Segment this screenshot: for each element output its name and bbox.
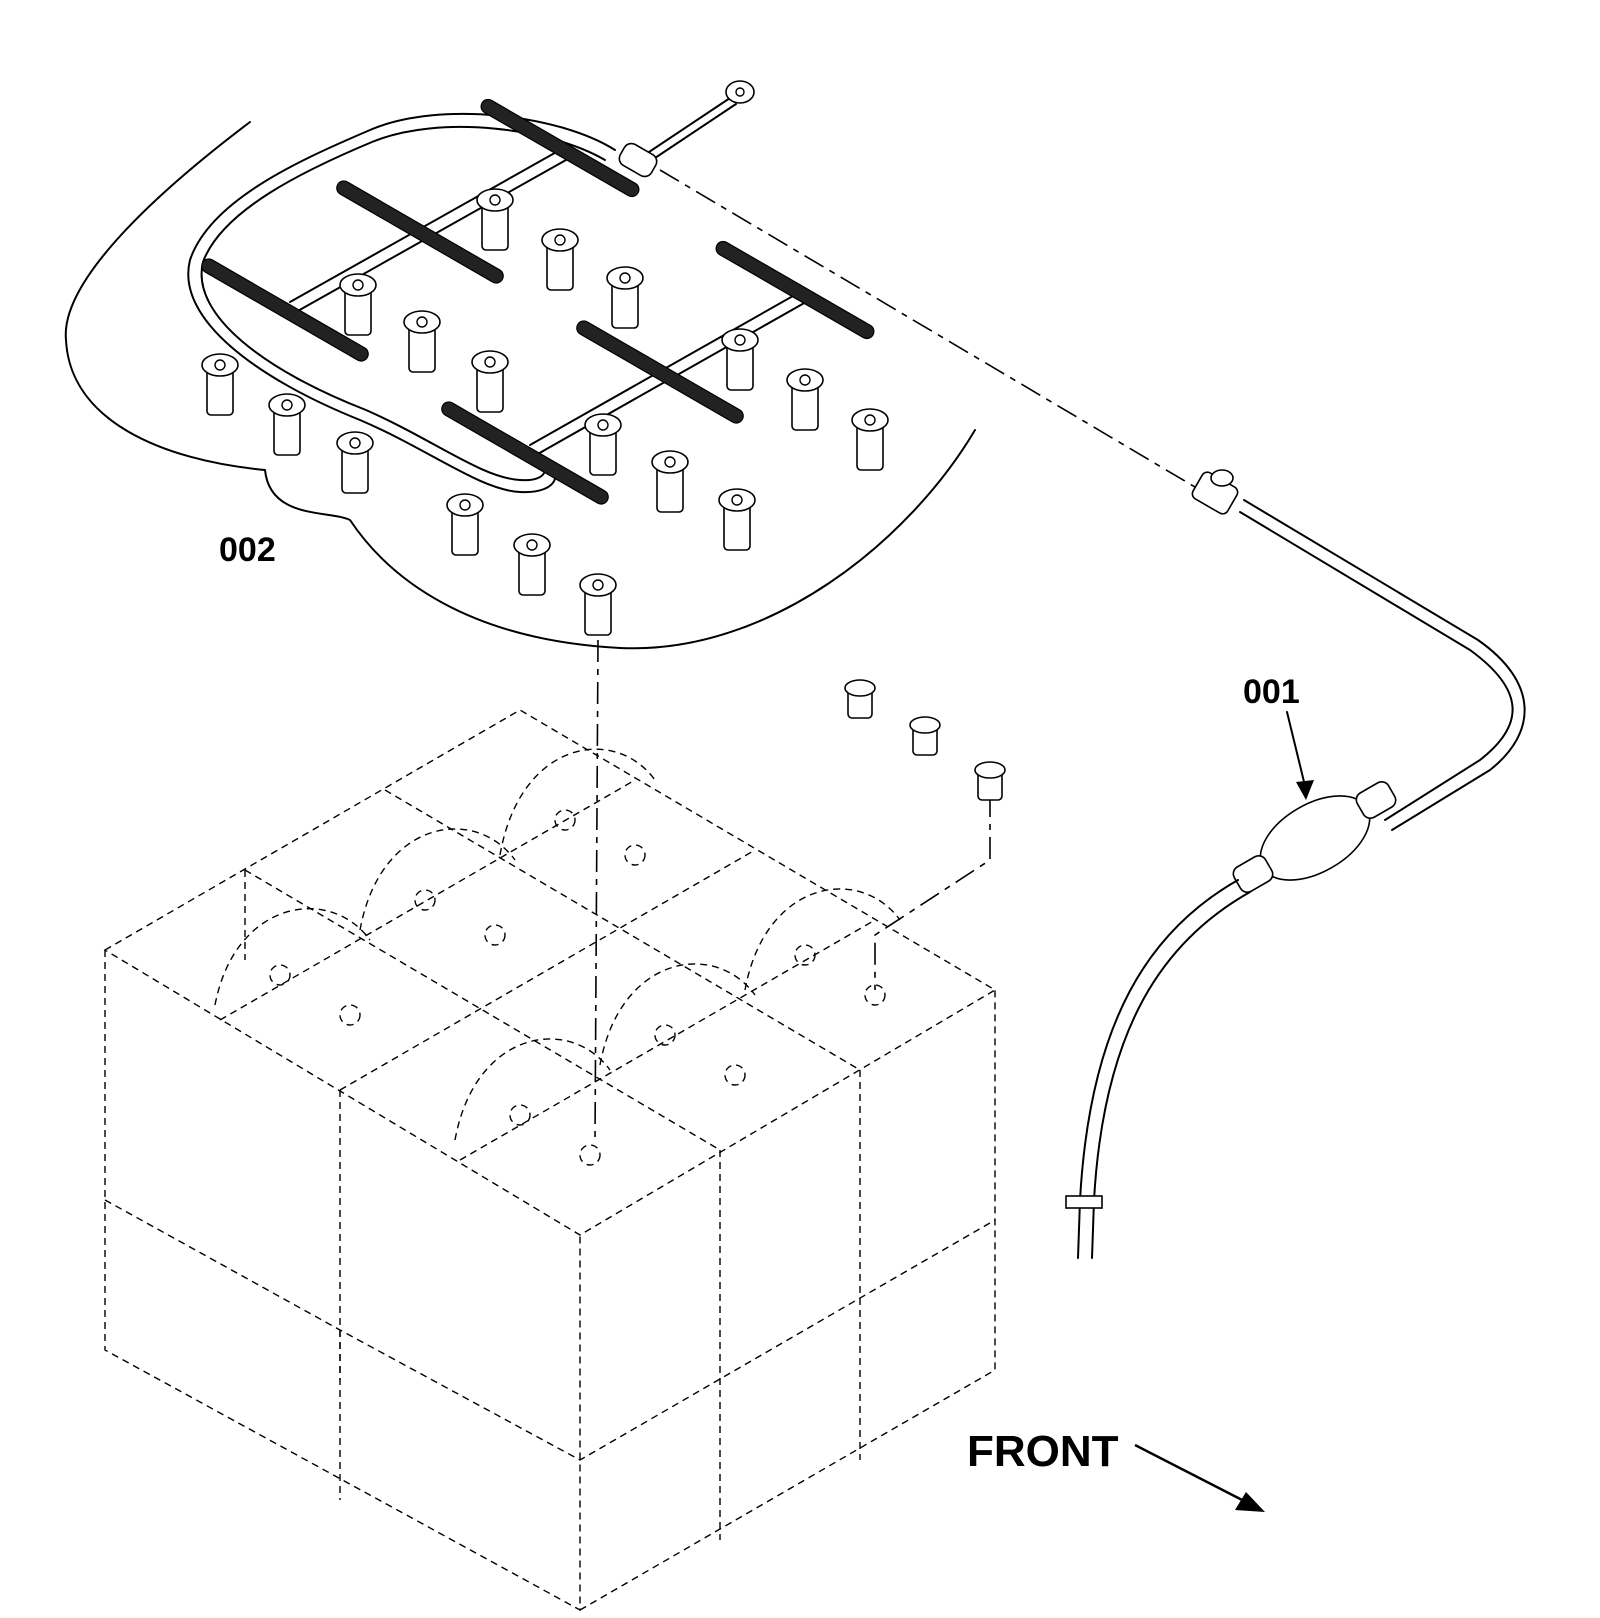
- front-label: FRONT: [967, 1427, 1119, 1476]
- detail-outline: [64, 121, 976, 650]
- spare-valve-line: [874, 795, 991, 990]
- manifold-inlet-connector: [618, 80, 755, 178]
- hand-pump-assembly: [1065, 469, 1526, 1259]
- battery-pack: [103, 709, 997, 1612]
- callout-001: 001: [1243, 673, 1300, 711]
- front-arrow-icon: [1134, 1443, 1265, 1512]
- callout-002: 002: [219, 531, 276, 569]
- manifold-rails: [201, 98, 875, 505]
- spare-filler-valves: [844, 679, 1006, 801]
- hose-connection-line: [659, 169, 1201, 491]
- filler-valves: [201, 188, 889, 636]
- valve-to-battery-line: [594, 639, 599, 1141]
